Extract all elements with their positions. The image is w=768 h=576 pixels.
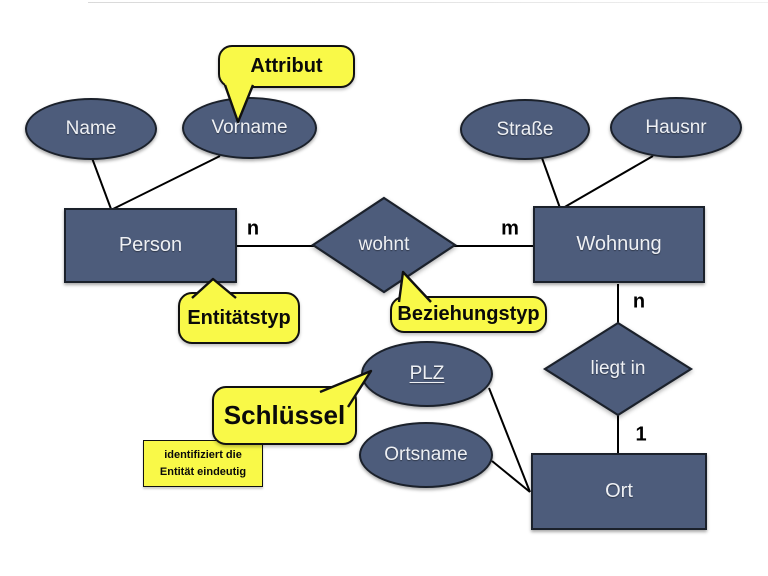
note-line-2: Entität eindeutig [159,465,247,478]
attribute-name: Name [25,98,157,160]
note-schluessel-definition: identifiziert die Entität eindeutig [143,440,263,487]
entity-ort: Ort [531,453,707,530]
line-name-person [91,157,112,210]
line-hausnr-wohnung [562,155,654,209]
attribute-plz-label: PLZ [409,363,445,384]
relationship-liegt-in: liegt in [542,321,694,417]
attribute-strasse: Straße [460,99,590,160]
line-plz-ort [488,387,531,493]
callout-entitaetstyp-label: Entitätstyp [187,306,291,329]
attribute-hausnr-label: Hausnr [645,116,707,138]
line-vorname-person [112,155,221,210]
attribute-strasse-label: Straße [496,118,554,140]
line-strasse-wohnung [541,157,561,209]
attribute-name-label: Name [65,118,117,139]
callout-beziehungstyp-label: Beziehungstyp [397,303,540,325]
callout-entitaetstyp: Entitätstyp [178,292,300,344]
entity-wohnung: Wohnung [533,206,705,283]
attribute-ortsname: Ortsname [359,422,493,488]
line-ortsname-ort [491,460,531,493]
attribute-vorname-label: Vorname [211,117,288,138]
relationship-wohnt: wohnt [310,196,458,294]
slide-top-edge [88,2,768,3]
callout-attribut: Attribut [218,45,355,88]
entity-person: Person [64,208,237,283]
callout-schluessel: Schlüssel [212,386,357,445]
cardinality-wohnt-wohnung: m [501,217,519,240]
cardinality-person-wohnt: n [246,217,260,240]
attribute-ortsname-label: Ortsname [384,444,468,465]
relationship-liegt-in-label: liegt in [590,358,646,379]
entity-ort-label: Ort [605,480,633,502]
attribute-hausnr: Hausnr [610,97,742,158]
note-line-1: identifiziert die [164,449,242,461]
entity-wohnung-label: Wohnung [576,233,662,255]
attribute-plz: PLZ [361,341,493,407]
diamond-shape [311,196,457,294]
callout-beziehungstyp: Beziehungstyp [390,296,547,333]
relationship-wohnt-label: wohnt [358,234,410,255]
cardinality-wohnung-liegtin: n [632,290,646,313]
entity-person-label: Person [118,234,183,256]
callout-attribut-label: Attribut [250,55,323,77]
callout-schluessel-label: Schlüssel [223,400,346,430]
cardinality-liegtin-ort: 1 [635,423,647,446]
attribute-vorname: Vorname [182,97,317,159]
